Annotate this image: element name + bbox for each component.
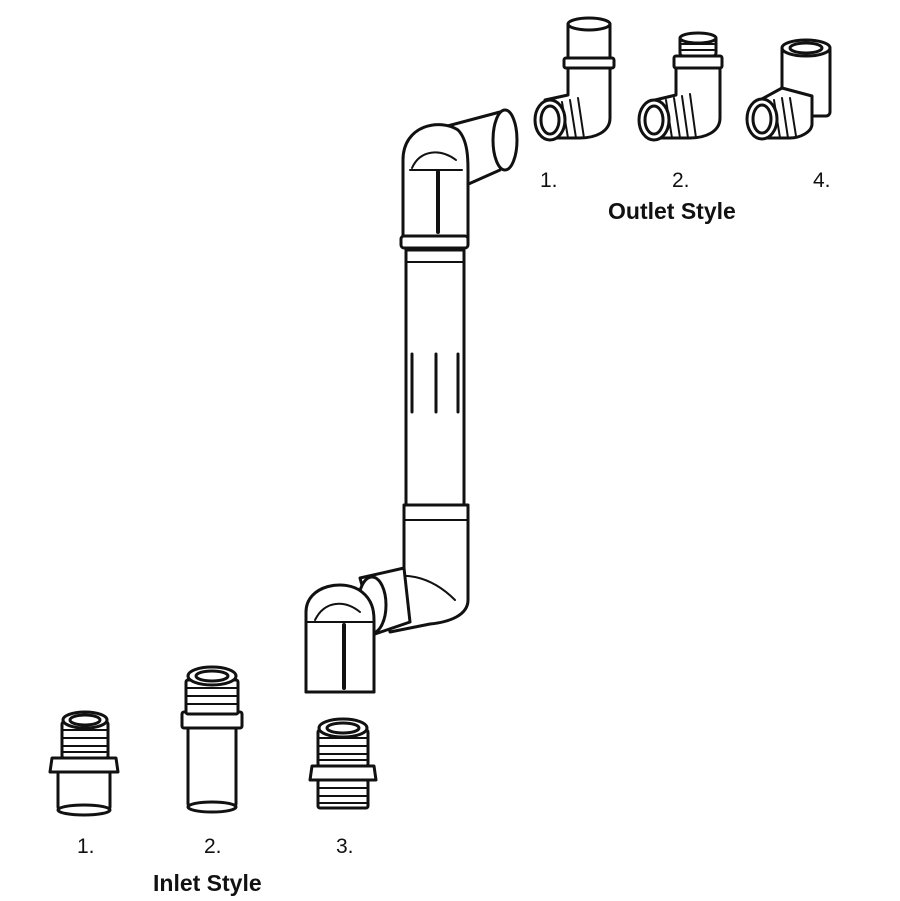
riser-pipe: [404, 248, 466, 510]
inlet-label-2: 2.: [204, 835, 222, 858]
inlet-fitting-2: [180, 665, 244, 814]
inlet-fitting-1: [48, 710, 120, 817]
inlet-fitting-3: [308, 717, 378, 810]
outlet-fitting-4: [745, 38, 832, 141]
inlet-label-1: 1.: [77, 835, 95, 858]
outlet-label-4: 4.: [813, 169, 831, 192]
lower-elbow-socket: [304, 583, 376, 694]
inlet-style-title: Inlet Style: [153, 870, 262, 896]
outlet-label-2: 2.: [672, 169, 690, 192]
upper-elbow-hub: [399, 123, 470, 250]
outlet-label-1: 1.: [540, 169, 558, 192]
outlet-style-title: Outlet Style: [608, 198, 736, 224]
outlet-fitting-1: [533, 16, 616, 142]
outlet-fitting-2: [637, 31, 724, 142]
inlet-label-3: 3.: [336, 835, 354, 858]
riser-assembly: [304, 108, 519, 694]
